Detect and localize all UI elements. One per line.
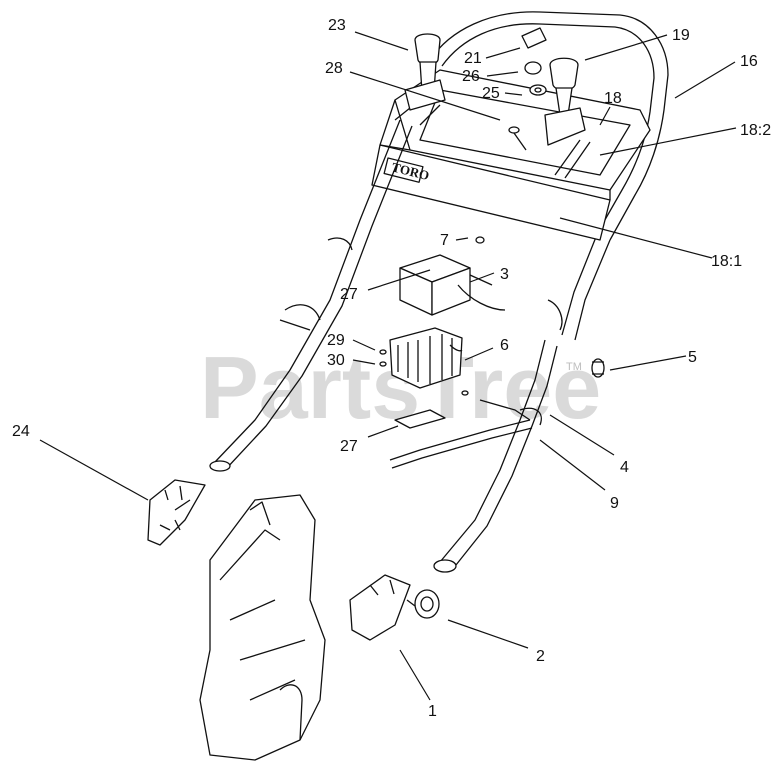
callout-6: 6: [500, 337, 509, 354]
callout-19: 19: [672, 27, 690, 44]
upper-handle: [429, 11, 669, 341]
callout-30: 30: [327, 352, 345, 369]
callout-16: 16: [740, 53, 758, 70]
callout-27-battery: 27: [340, 286, 358, 303]
right-handle-tube: [433, 299, 563, 573]
control-cable: [389, 399, 533, 469]
callout-18-2: 18:2: [740, 122, 771, 139]
watermark-tm: TM: [566, 361, 582, 373]
bolt: [508, 126, 527, 151]
left-bracket: [147, 479, 206, 546]
battery-pad: [394, 409, 446, 429]
leader-lines: [39, 31, 737, 701]
callout-18-1: 18:1: [711, 253, 742, 270]
callout-25: 25: [482, 85, 500, 102]
callout-21: 21: [464, 50, 482, 67]
nut: [475, 236, 485, 244]
callout-4: 4: [620, 459, 629, 476]
switch: [591, 358, 605, 378]
callout-18: 18: [604, 90, 622, 107]
battery-tray: [389, 327, 469, 396]
key-assembly: [521, 27, 547, 96]
callout-23: 23: [328, 17, 346, 34]
housing: [199, 494, 326, 761]
callout-5: 5: [688, 349, 697, 366]
left-handle-tube: [209, 119, 413, 472]
callout-3: 3: [500, 266, 509, 283]
shift-lever-right: [544, 57, 586, 146]
callout-26: 26: [462, 68, 480, 85]
callout-24: 24: [12, 423, 30, 440]
callout-labels: 23 19 21 16 26 28 25 18 18:2 7 18:1 3 27…: [12, 17, 771, 720]
callout-29: 29: [327, 332, 345, 349]
callout-1: 1: [428, 703, 437, 720]
callout-28: 28: [325, 60, 343, 77]
right-bracket: [349, 574, 411, 641]
callout-7: 7: [440, 232, 449, 249]
control-panel: TORO: [371, 69, 651, 241]
callout-27-pad: 27: [340, 438, 358, 455]
shift-lever-left: [394, 33, 446, 126]
callout-9: 9: [610, 495, 619, 512]
screws: [379, 349, 387, 367]
callout-2: 2: [536, 648, 545, 665]
knob: [406, 589, 440, 619]
toro-logo-plate: [383, 157, 424, 183]
battery: [399, 254, 506, 316]
